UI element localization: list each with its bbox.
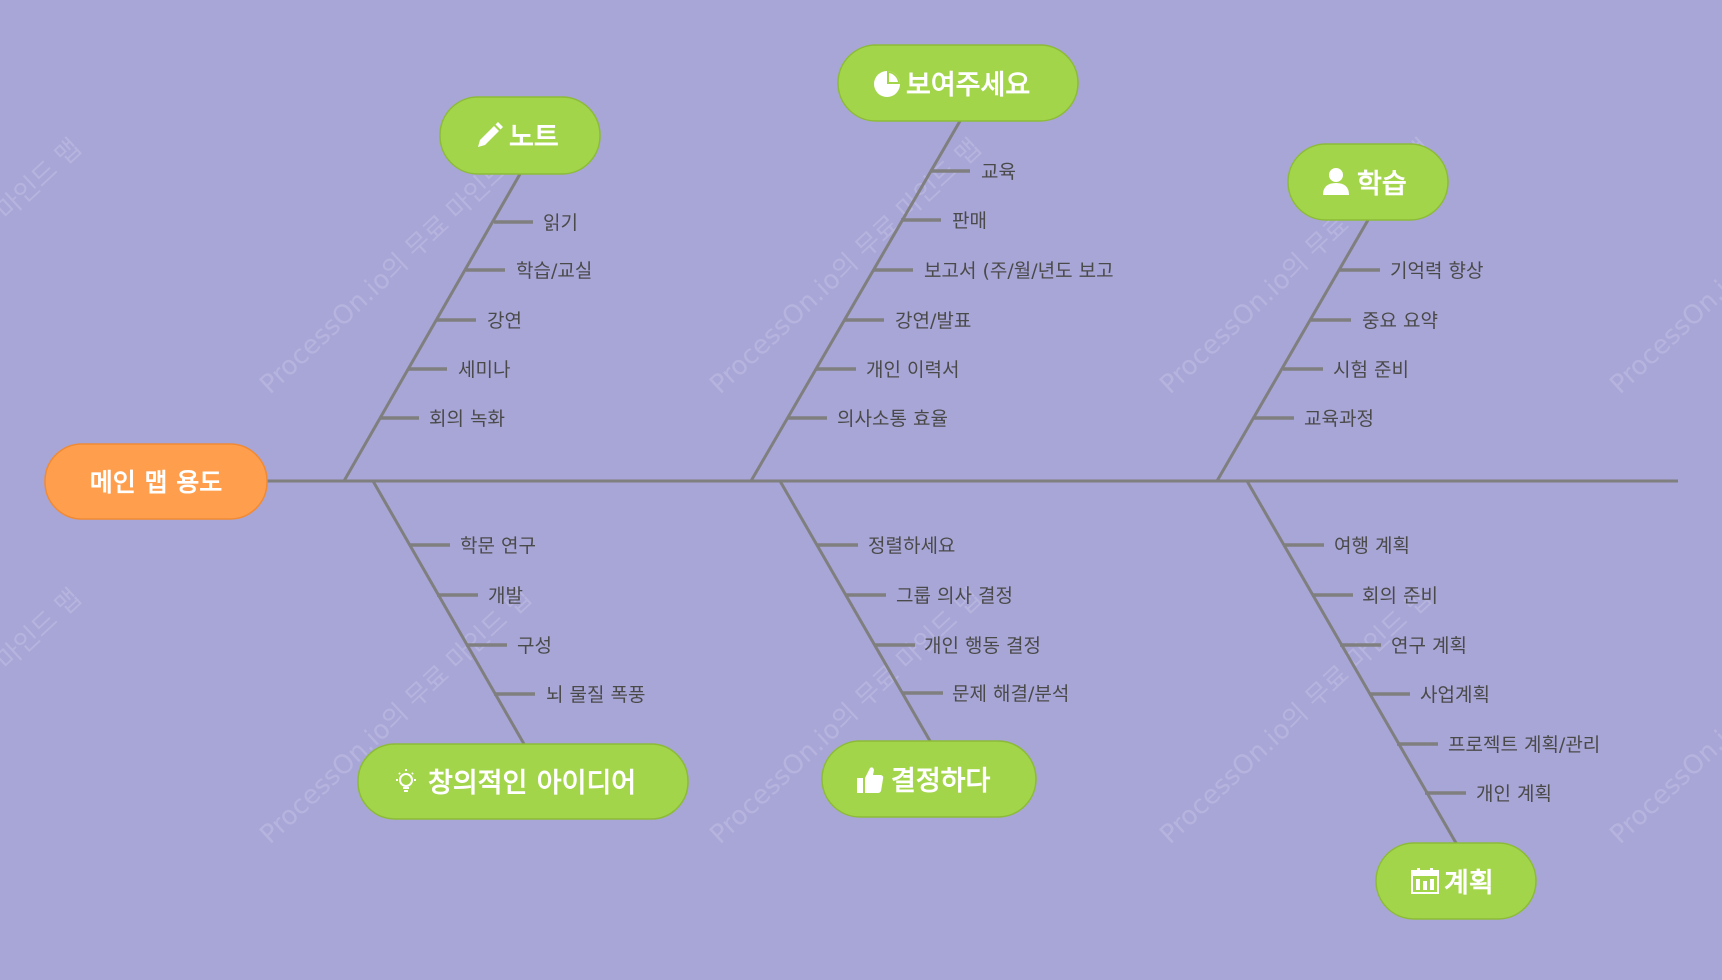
- topic-decide-label: 결정하다: [891, 766, 991, 797]
- leaf-item: 회의 녹화: [429, 408, 505, 430]
- lightbulb-icon: [396, 769, 416, 792]
- branch-creative-items: 학문 연구 개발 구성 뇌 물질 폭풍: [409, 535, 645, 706]
- leaf-item: 교육과정: [1304, 408, 1374, 430]
- leaf-item: 시험 준비: [1333, 359, 1409, 381]
- thumbs-up-icon: [857, 767, 884, 793]
- leaf-item: 학습/교실: [516, 260, 592, 282]
- topic-creative-box[interactable]: [357, 743, 689, 820]
- bone-notes: [342, 173, 522, 482]
- leaf-item: 그룹 의사 결정: [896, 585, 1013, 607]
- leaf-item: 여행 계획: [1334, 535, 1410, 557]
- watermark: ProcessOn.io의 무료 마인드 맵: [1154, 583, 1437, 850]
- topic-decide-box[interactable]: [821, 740, 1037, 818]
- calendar-icon: [1411, 868, 1439, 894]
- topic-show[interactable]: 보여주세요: [837, 44, 1079, 122]
- topic-notes-box[interactable]: [439, 96, 601, 175]
- leaf-item: 개인 계획: [1476, 783, 1552, 805]
- bone-study: [1215, 219, 1370, 482]
- leaf-item: 학문 연구: [460, 535, 536, 557]
- main-topic[interactable]: 메인 맵 용도: [44, 443, 268, 520]
- watermark: ProcessOn.io의 무료 마인드 맵: [0, 583, 87, 850]
- bone-show: [749, 120, 962, 482]
- watermark: ProcessOn.io의 무료 마인드 맵: [1604, 583, 1722, 850]
- topic-creative-label: 창의적인 아이디어: [428, 768, 636, 799]
- branch-show-items: 교육 판매 보고서 (주/월/년도 보고 강연/발표 개인 이력서 의사소통 효…: [787, 161, 1114, 430]
- topic-creative[interactable]: 창의적인 아이디어: [357, 743, 689, 820]
- leaf-item: 연구 계획: [1391, 635, 1467, 657]
- topic-study[interactable]: 학습: [1287, 143, 1449, 221]
- branch-plan-items: 여행 계획 회의 준비 연구 계획 사업계획 프로젝트 계획/관리 개인 계획: [1283, 535, 1600, 805]
- leaf-item: 회의 준비: [1362, 585, 1438, 607]
- branch-decide-items: 정렬하세요 그룹 의사 결정 개인 행동 결정 문제 해결/분석: [817, 535, 1069, 705]
- topic-notes[interactable]: 노트: [439, 96, 601, 175]
- person-icon: [1323, 168, 1349, 195]
- leaf-item: 구성: [517, 635, 552, 657]
- branch-notes-items: 읽기 학습/교실 강연 세미나 회의 녹화: [380, 212, 592, 430]
- watermark: ProcessOn.io의 무료 마인드 맵: [0, 133, 87, 400]
- watermark: ProcessOn.io의 무료 마인드 맵: [1604, 133, 1722, 400]
- leaf-item: 사업계획: [1420, 684, 1490, 706]
- pie-chart-icon: [874, 71, 900, 97]
- topic-notes-label: 노트: [509, 122, 559, 153]
- leaf-item: 개인 행동 결정: [924, 635, 1041, 657]
- leaf-item: 기억력 향상: [1390, 260, 1483, 282]
- topic-study-label: 학습: [1357, 169, 1407, 200]
- leaf-item: 세미나: [458, 359, 510, 381]
- leaf-item: 중요 요약: [1362, 310, 1438, 332]
- topic-decide[interactable]: 결정하다: [821, 740, 1037, 818]
- topic-study-box[interactable]: [1287, 143, 1449, 221]
- main-topic-label: 메인 맵 용도: [90, 468, 222, 497]
- bone-decide: [778, 480, 932, 742]
- leaf-item: 개인 이력서: [866, 359, 959, 381]
- branch-study-items: 기억력 향상 중요 요약 시험 준비 교육과정: [1254, 260, 1483, 430]
- leaf-item: 뇌 물질 폭풍: [546, 684, 645, 706]
- pencil-icon: [478, 122, 503, 147]
- leaf-item: 프로젝트 계획/관리: [1448, 734, 1600, 756]
- topic-show-label: 보여주세요: [906, 70, 1030, 101]
- leaf-item: 강연/발표: [895, 310, 971, 332]
- leaf-item: 판매: [952, 210, 987, 232]
- leaf-item: 교육: [981, 161, 1016, 183]
- topic-show-box[interactable]: [837, 44, 1079, 122]
- leaf-item: 의사소통 효율: [837, 408, 948, 430]
- leaf-item: 보고서 (주/월/년도 보고: [924, 260, 1114, 282]
- bone-plan: [1245, 480, 1458, 844]
- topic-plan-label: 계획: [1444, 868, 1494, 899]
- bone-creative: [371, 480, 526, 745]
- leaf-item: 개발: [488, 585, 523, 607]
- leaf-item: 읽기: [543, 212, 578, 234]
- leaf-item: 강연: [487, 310, 522, 332]
- leaf-item: 문제 해결/분석: [952, 683, 1069, 705]
- main-topic-box[interactable]: [44, 443, 268, 520]
- topic-plan-box[interactable]: [1375, 842, 1537, 920]
- topic-plan[interactable]: 계획: [1375, 842, 1537, 920]
- leaf-item: 정렬하세요: [868, 535, 955, 557]
